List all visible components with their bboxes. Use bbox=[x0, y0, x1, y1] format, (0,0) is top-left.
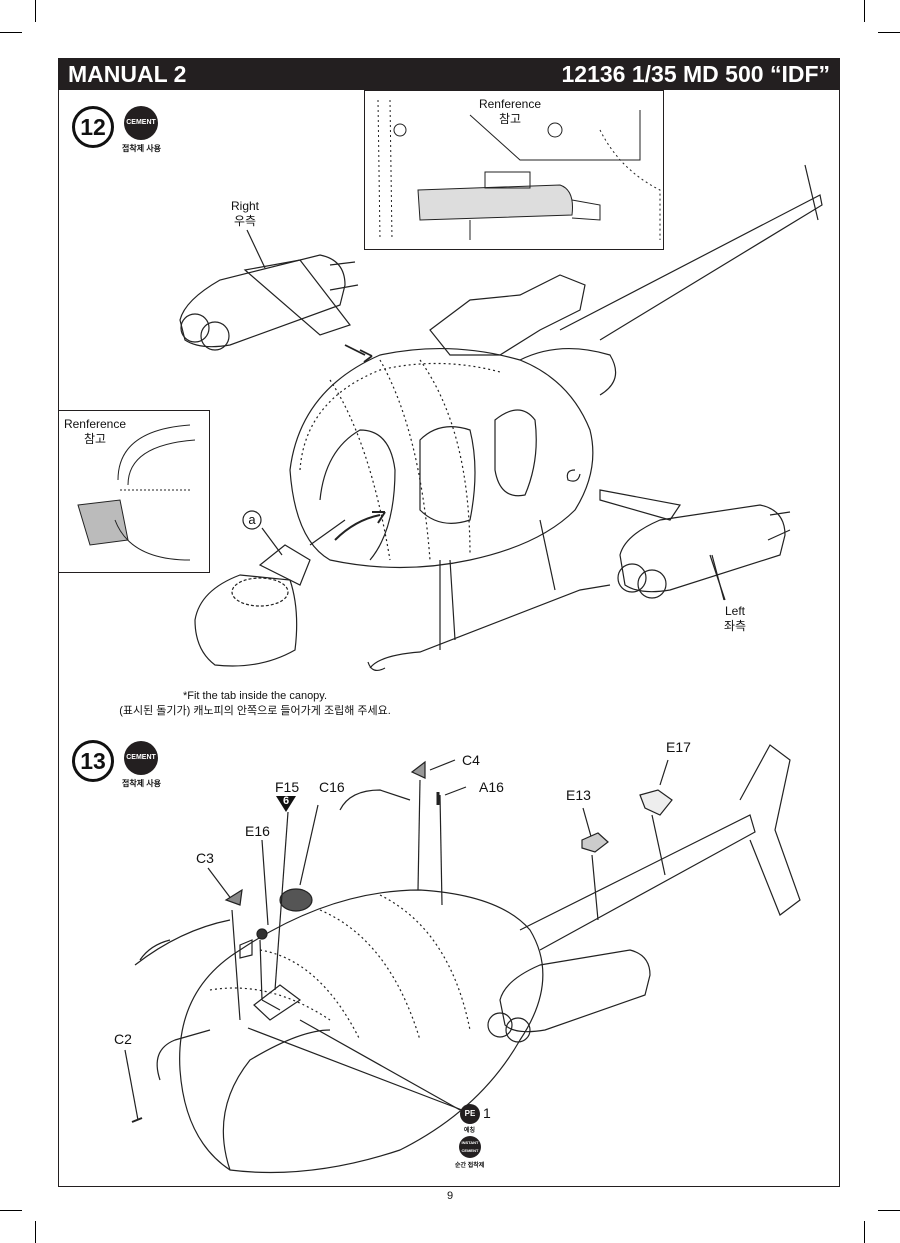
reference-label-ko: 참고 bbox=[498, 112, 522, 126]
crop-mark bbox=[864, 0, 865, 22]
reference-box-left bbox=[58, 410, 210, 573]
assembly-note-ko: (표시된 돌기가) 캐노피의 안쪽으로 들어가게 조립해 주세요. bbox=[119, 705, 391, 717]
crop-mark bbox=[35, 0, 36, 22]
crop-mark bbox=[0, 32, 22, 33]
instant-cement-caption: 순간 접착제 bbox=[455, 1163, 485, 1169]
right-side-label: Right 우측 bbox=[220, 199, 270, 229]
left-side-label: Left 좌측 bbox=[710, 604, 760, 634]
reference-label-ko: 참고 bbox=[83, 432, 107, 446]
part-label-a16: A16 bbox=[479, 779, 504, 795]
left-label-ko: 좌측 bbox=[723, 619, 747, 633]
crop-mark bbox=[864, 1221, 865, 1243]
pe-caption: 에칭 bbox=[464, 1128, 476, 1134]
crop-mark bbox=[0, 1210, 22, 1211]
assembly-note: *Fit the tab inside the canopy. (표시된 돌기가… bbox=[110, 689, 400, 719]
kit-title: 12136 1/35 MD 500 “IDF” bbox=[561, 61, 830, 87]
reference-label-en: Renference bbox=[63, 417, 127, 431]
part-label-e16: E16 bbox=[245, 823, 270, 839]
part-label-c2: C2 bbox=[114, 1031, 132, 1047]
manual-header: MANUAL 2 12136 1/35 MD 500 “IDF” bbox=[58, 58, 840, 90]
part-label-e13: E13 bbox=[566, 787, 591, 803]
part-label-c3: C3 bbox=[196, 850, 214, 866]
left-label-en: Left bbox=[724, 604, 745, 618]
instant-cement-badge: INSTANT CEMENT bbox=[459, 1136, 481, 1158]
pe-part-number: 1 bbox=[483, 1105, 491, 1121]
assembly-note-en: *Fit the tab inside the canopy. bbox=[182, 690, 328, 702]
cement-caption: 접착제 사용 bbox=[122, 779, 162, 788]
crop-mark bbox=[878, 1210, 900, 1211]
right-label-en: Right bbox=[230, 199, 259, 213]
pe-badge: PE bbox=[460, 1104, 480, 1124]
page-number: 9 bbox=[446, 1190, 454, 1202]
manual-title: MANUAL 2 bbox=[68, 61, 187, 87]
part-label-c4: C4 bbox=[462, 752, 480, 768]
crop-mark bbox=[878, 32, 900, 33]
reference-box-top bbox=[364, 90, 664, 250]
step-number-12: 12 bbox=[72, 106, 114, 148]
part-label-f15: F15 bbox=[275, 779, 300, 795]
part-label-e17: E17 bbox=[666, 739, 691, 755]
cement-badge: CEMENT bbox=[124, 741, 158, 775]
crop-mark bbox=[35, 1221, 36, 1243]
part-number-f15: 6 bbox=[282, 795, 290, 807]
cement-caption: 접착제 사용 bbox=[122, 144, 162, 153]
page-frame bbox=[58, 90, 840, 1187]
reference-label-en: Renference bbox=[478, 97, 542, 111]
right-label-ko: 우측 bbox=[233, 214, 257, 228]
reference-label-top: Renference 참고 bbox=[475, 97, 545, 127]
reference-label-left: Renference 참고 bbox=[60, 417, 130, 447]
callout-a: a bbox=[248, 512, 256, 527]
cement-badge: CEMENT bbox=[124, 106, 158, 140]
step-number-13: 13 bbox=[72, 740, 114, 782]
part-number-triangle bbox=[276, 796, 296, 812]
part-label-c16: C16 bbox=[319, 779, 345, 795]
